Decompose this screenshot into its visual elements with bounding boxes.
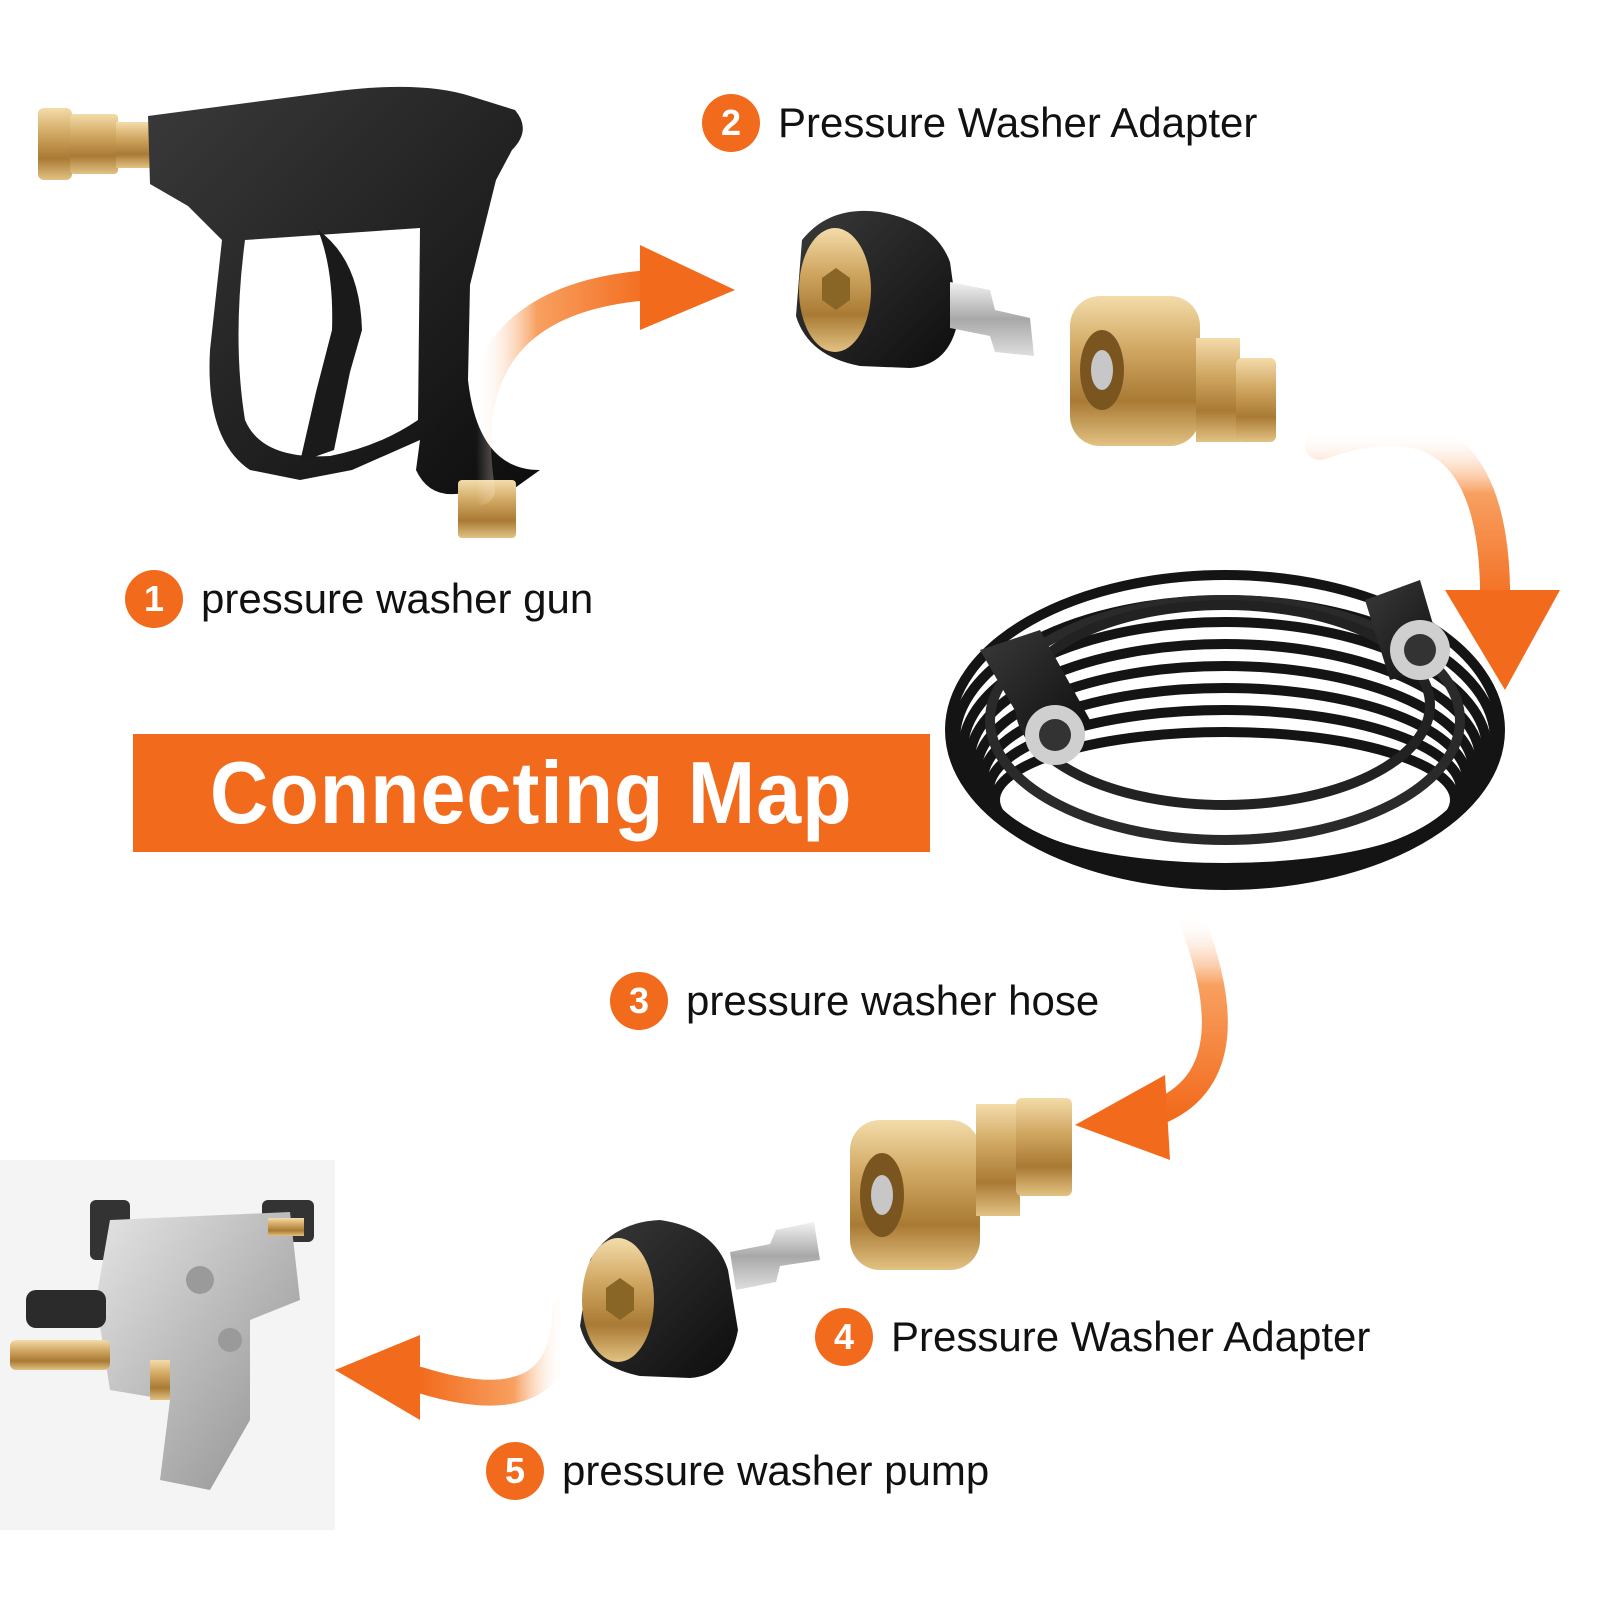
- page-title: Connecting Map: [210, 743, 853, 842]
- arrow-icon: [335, 1297, 578, 1420]
- step-text-4: Pressure Washer Adapter: [891, 1313, 1371, 1360]
- title-banner: Connecting Map: [133, 734, 930, 852]
- step-text-1: pressure washer gun: [201, 575, 594, 622]
- adapter-icon: [580, 1098, 1072, 1378]
- step-label-3: 3 pressure washer hose: [610, 972, 1099, 1030]
- step-badge-4: 4: [815, 1308, 873, 1366]
- step-badge-1: 1: [125, 570, 183, 628]
- arrow-icon: [1075, 902, 1228, 1160]
- step-label-5: 5 pressure washer pump: [486, 1442, 989, 1500]
- step-text-2: Pressure Washer Adapter: [778, 99, 1258, 146]
- arrow-icon: [1305, 415, 1560, 690]
- arrow-icon: [461, 245, 735, 505]
- step-badge-5: 5: [486, 1442, 544, 1500]
- step-badge-2: 2: [702, 94, 760, 152]
- step-label-1: 1 pressure washer gun: [125, 570, 593, 628]
- hose-fittings: [980, 580, 1450, 765]
- hose-icon: [945, 570, 1505, 890]
- step-text-3: pressure washer hose: [686, 977, 1100, 1024]
- pump-icon: [0, 1160, 335, 1530]
- step-badge-3: 3: [610, 972, 668, 1030]
- step-label-4: 4 Pressure Washer Adapter: [815, 1308, 1370, 1366]
- step-label-2: 2 Pressure Washer Adapter: [702, 94, 1257, 152]
- adapter-icon: [796, 210, 1276, 446]
- step-text-5: pressure washer pump: [562, 1447, 990, 1494]
